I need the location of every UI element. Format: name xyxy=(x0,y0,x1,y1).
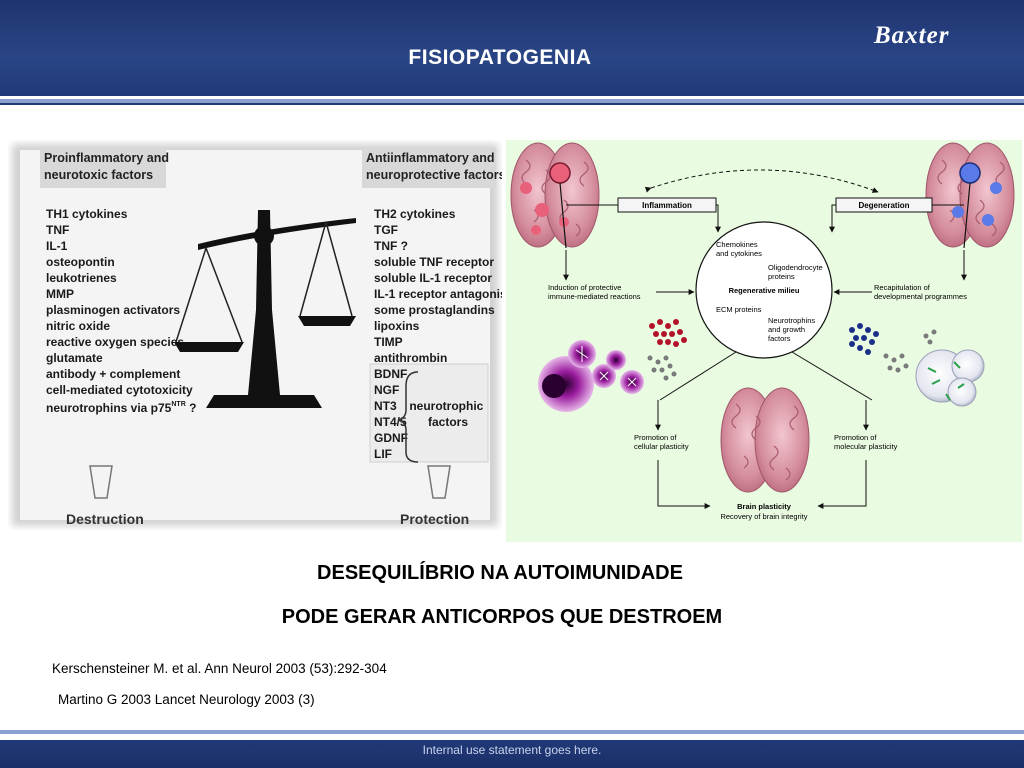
header-divider-dark xyxy=(0,103,1024,105)
svg-text:MMP: MMP xyxy=(46,287,74,301)
neurotrophic-list: BDNF NGF NT3 NT4/5 GDNF LIF xyxy=(374,367,408,461)
svg-text:osteopontin: osteopontin xyxy=(46,255,115,269)
immune-cell-icon xyxy=(538,340,644,412)
brain-inflamed-icon xyxy=(510,142,600,249)
curly-brace xyxy=(397,371,419,463)
protection-label: Protection xyxy=(400,511,469,527)
recapitulation-label: Recapitulation of developmental programm… xyxy=(874,283,967,301)
svg-text:reactive oxygen species: reactive oxygen species xyxy=(46,335,184,349)
caption-line-1: DESEQUILÍBRIO NA AUTOIMUNIDADE xyxy=(317,562,683,584)
brain-degenerating-icon xyxy=(925,142,1015,249)
caption-line-2: PODE GERAR ANTICORPOS QUE DESTROEM xyxy=(281,606,723,628)
svg-text:soluble TNF receptor: soluble TNF receptor xyxy=(374,255,494,269)
brain-plasticity-icon xyxy=(720,387,810,493)
footer-bar xyxy=(0,740,1024,768)
svg-text:NT3: NT3 xyxy=(374,399,397,413)
footer-divider-white xyxy=(0,734,1024,737)
brain-plasticity-sub: Recovery of brain integrity xyxy=(720,512,807,521)
svg-text:antibody + complement: antibody + complement xyxy=(46,367,180,381)
down-arrow-icon xyxy=(427,465,451,499)
milieu-neuro: Neurotrophins and growth factors xyxy=(768,316,817,343)
neurotrophin-cluster-icon xyxy=(849,323,937,373)
svg-text:plasminogen activators: plasminogen activators xyxy=(46,303,180,317)
footer-statement: Internal use statement goes here. xyxy=(422,743,602,757)
svg-text:BDNF: BDNF xyxy=(374,367,407,381)
reference-2: Martino G 2003 Lancet Neurology 2003 (3) xyxy=(58,692,315,707)
svg-text:lipoxins: lipoxins xyxy=(374,319,420,333)
svg-text:some prostaglandins: some prostaglandins xyxy=(374,303,495,317)
svg-text:TH1 cytokines: TH1 cytokines xyxy=(46,207,128,221)
scale-icon xyxy=(174,210,356,408)
neurotrophic-label: neurotrophic factors xyxy=(409,399,486,429)
inflammation-label: Inflammation xyxy=(642,201,692,210)
header-bar xyxy=(0,0,1024,96)
svg-text:TNF: TNF xyxy=(46,223,69,237)
baxter-logo: Baxter xyxy=(874,22,950,49)
header-divider-white xyxy=(0,96,1024,99)
svg-text:neurotrophins via p75NTR ?: neurotrophins via p75NTR ? xyxy=(46,401,196,415)
svg-text:antithrombin: antithrombin xyxy=(374,351,447,365)
svg-text:IL-1: IL-1 xyxy=(46,239,68,253)
svg-text:soluble IL-1 receptor: soluble IL-1 receptor xyxy=(374,271,492,285)
milieu-ecm: ECM proteins xyxy=(716,305,762,314)
svg-text:GDNF: GDNF xyxy=(374,431,408,445)
svg-text:TH2 cytokines: TH2 cytokines xyxy=(374,207,456,221)
svg-text:IL-1 receptor antagonist: IL-1 receptor antagonist xyxy=(374,287,502,301)
proinflammatory-list: TH1 cytokines TNF IL-1 osteopontin leuko… xyxy=(46,207,196,415)
glial-cell-icon xyxy=(915,349,985,407)
svg-text:TNF ?: TNF ? xyxy=(374,239,408,253)
antibody-cluster-icon xyxy=(647,319,687,381)
degeneration-label: Degeneration xyxy=(858,201,909,210)
molecular-plasticity-label: Promotion of molecular plasticity xyxy=(834,433,898,451)
svg-text:LIF: LIF xyxy=(374,447,392,461)
svg-text:glutamate: glutamate xyxy=(46,351,103,365)
regenerative-milieu-circle xyxy=(695,221,833,359)
antiinflammatory-list: TH2 cytokines TGF TNF ? soluble TNF rece… xyxy=(374,207,502,365)
brain-plasticity-title: Brain plasticity xyxy=(737,502,792,511)
page-title: FISIOPATOGENIA xyxy=(408,46,592,69)
svg-text:leukotrienes: leukotrienes xyxy=(46,271,117,285)
induction-label: Induction of protective immune-mediated … xyxy=(548,283,641,301)
milieu-title: Regenerative milieu xyxy=(729,286,800,295)
svg-text:cell-mediated cytotoxicity: cell-mediated cytotoxicity xyxy=(46,383,193,397)
down-arrow-icon xyxy=(89,465,113,499)
regenerative-milieu-diagram: Inflammation Degeneration Chemokines and… xyxy=(506,140,1022,542)
header-divider-light xyxy=(0,99,1024,103)
footer-divider-light xyxy=(0,730,1024,734)
antiinflammatory-heading: Antiinflammatory and neuroprotective fac… xyxy=(366,151,502,182)
svg-text:NGF: NGF xyxy=(374,383,399,397)
svg-text:NT4/5: NT4/5 xyxy=(374,415,407,429)
svg-text:TIMP: TIMP xyxy=(374,335,403,349)
destruction-label: Destruction xyxy=(66,511,144,527)
svg-text:TGF: TGF xyxy=(374,223,398,237)
svg-text:nitric oxide: nitric oxide xyxy=(46,319,110,333)
milieu-oligo: Oligodendrocyte proteins xyxy=(768,263,825,281)
milieu-chemokines: Chemokines and cytokines xyxy=(716,240,762,258)
balance-figure: Proinflammatory and neurotoxic factors A… xyxy=(12,144,502,527)
reference-1: Kerschensteiner M. et al. Ann Neurol 200… xyxy=(52,661,387,676)
proinflammatory-heading: Proinflammatory and neurotoxic factors xyxy=(44,151,173,182)
cellular-plasticity-label: Promotion of cellular plasticity xyxy=(634,433,689,451)
